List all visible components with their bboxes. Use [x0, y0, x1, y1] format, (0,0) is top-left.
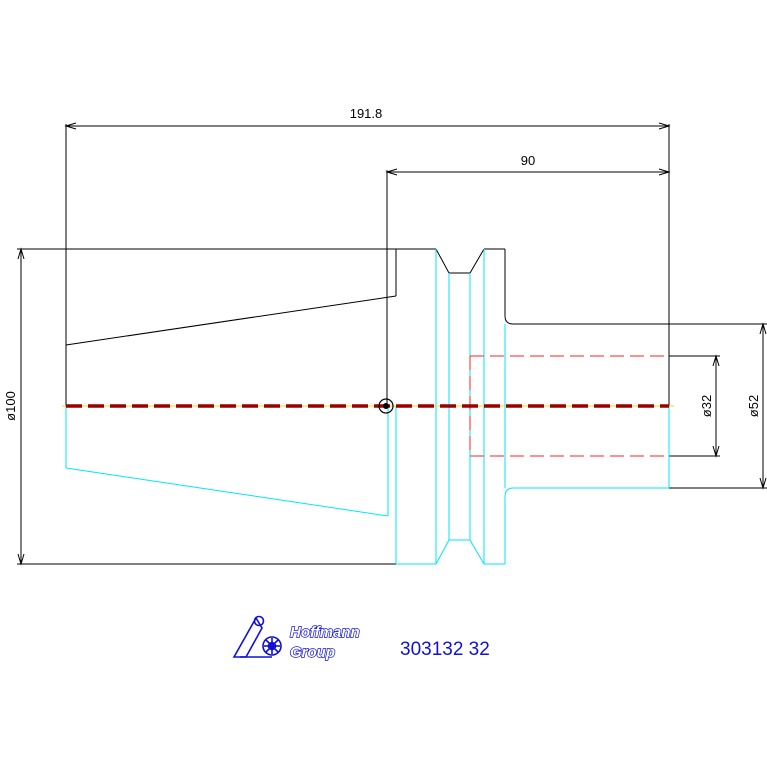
dimension-shank-length [385, 168, 671, 406]
dimension-bore-diameter-label: ø32 [699, 395, 714, 417]
datum-point [383, 403, 389, 409]
logo-text-line1: Hoffmann [290, 624, 360, 641]
part-number: 303132 32 [400, 639, 490, 660]
dimension-total-length [64, 122, 671, 406]
dimension-shank-length-label: 90 [521, 153, 535, 168]
dimension-shank-diameter-label: ø52 [746, 395, 761, 417]
dimension-flange-diameter-label: ø100 [3, 391, 18, 421]
part-outline-upper [65, 248, 670, 406]
hoffmann-logo-icon [232, 615, 282, 658]
dimension-bore-diameter [669, 354, 720, 458]
hoffmann-group-logo: Hoffmann Group [232, 615, 360, 662]
dimension-total-length-label: 191.8 [350, 106, 383, 121]
logo-text-line2: Group [290, 644, 335, 661]
dimension-flange-diameter [17, 247, 436, 566]
datum-circle [378, 398, 394, 414]
dimension-shank-diameter [669, 322, 767, 490]
